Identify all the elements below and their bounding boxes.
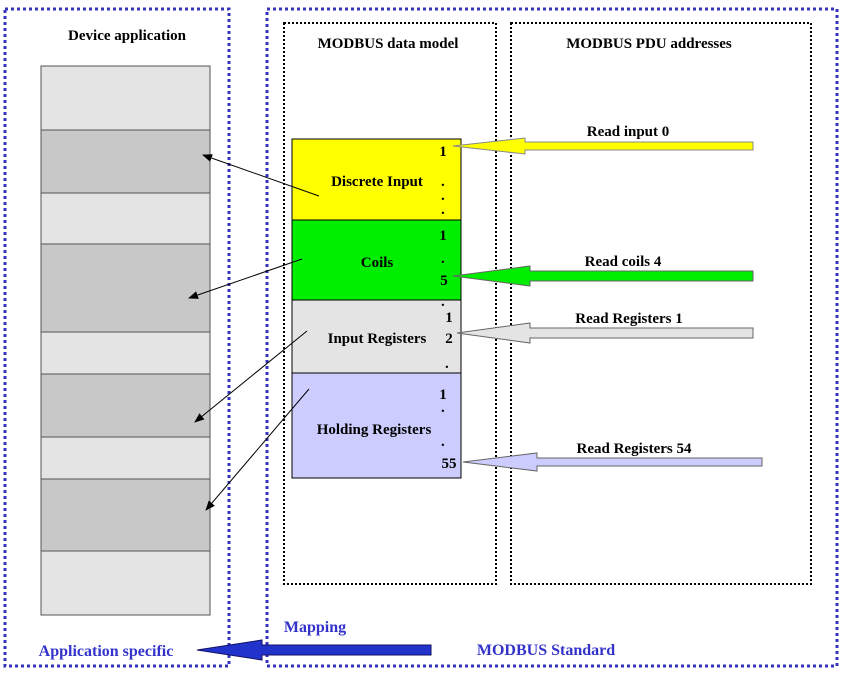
application-specific-label: Application specific bbox=[39, 643, 174, 660]
memory-segment-mapped bbox=[40, 243, 211, 333]
read-registers-1-arrow bbox=[456, 322, 754, 344]
coils-last-index: 5 bbox=[440, 273, 448, 289]
read-registers-54-arrow bbox=[462, 452, 763, 472]
continuation-dots: . bbox=[441, 251, 445, 267]
holding-registers-block: 1 . Holding Registers . 55 bbox=[291, 372, 462, 479]
read-coils-label: Read coils 4 bbox=[585, 254, 662, 270]
memory-segment bbox=[40, 550, 211, 616]
continuation-dots: . bbox=[441, 174, 445, 190]
continuation-dots: . bbox=[445, 356, 449, 372]
pdu-addresses-title: MODBUS PDU addresses bbox=[566, 36, 732, 52]
mapping-line-coils bbox=[188, 258, 303, 299]
device-memory-column bbox=[40, 65, 211, 616]
continuation-dots: . bbox=[441, 202, 445, 218]
input-registers-label: Input Registers bbox=[328, 331, 427, 347]
mapping-line-holding-registers bbox=[205, 388, 310, 511]
coils-block: Coils 1 . 5 bbox=[291, 219, 462, 301]
mapping-arrow bbox=[196, 639, 432, 661]
read-coils-arrow bbox=[452, 265, 754, 287]
modbus-standard-label: MODBUS Standard bbox=[477, 642, 615, 659]
input-registers-first-index: 1 bbox=[445, 310, 453, 326]
continuation-dots: . bbox=[441, 294, 445, 310]
coils-label: Coils bbox=[361, 255, 394, 271]
read-registers-54-label: Read Registers 54 bbox=[577, 441, 692, 457]
memory-segment bbox=[40, 65, 211, 131]
continuation-dots: . bbox=[441, 434, 445, 450]
discrete-input-label: Discrete Input bbox=[331, 174, 423, 190]
input-registers-last-index: 2 bbox=[445, 331, 453, 347]
read-input-label: Read input 0 bbox=[587, 124, 670, 140]
continuation-dots: . bbox=[441, 400, 445, 416]
device-application-title: Device application bbox=[68, 28, 187, 44]
discrete-input-first-index: 1 bbox=[439, 144, 447, 160]
data-model-region bbox=[283, 22, 497, 585]
mapping-line-discrete-input bbox=[202, 154, 320, 197]
memory-segment-mapped bbox=[40, 478, 211, 552]
data-model-title: MODBUS data model bbox=[318, 36, 459, 52]
memory-segment bbox=[40, 436, 211, 480]
holding-registers-first-index: 1 bbox=[439, 387, 447, 403]
input-registers-block: . 1 Input Registers 2 . bbox=[291, 294, 462, 374]
application-region bbox=[3, 7, 231, 668]
coils-first-index: 1 bbox=[439, 228, 447, 244]
mapping-label: Mapping bbox=[284, 619, 346, 636]
holding-registers-last-index: 55 bbox=[442, 456, 457, 472]
memory-segment bbox=[40, 192, 211, 245]
modbus-standard-region bbox=[265, 7, 839, 668]
pdu-addresses-region bbox=[510, 22, 812, 585]
memory-segment bbox=[40, 331, 211, 375]
discrete-input-block: Discrete Input 1 . . . bbox=[291, 138, 462, 221]
continuation-dots: . bbox=[441, 188, 445, 204]
holding-registers-label: Holding Registers bbox=[317, 422, 432, 438]
mapping-line-input-registers bbox=[194, 330, 308, 423]
memory-segment-mapped bbox=[40, 373, 211, 438]
memory-segment-mapped bbox=[40, 129, 211, 194]
read-input-arrow bbox=[452, 137, 754, 155]
read-registers-1-label: Read Registers 1 bbox=[575, 311, 682, 327]
